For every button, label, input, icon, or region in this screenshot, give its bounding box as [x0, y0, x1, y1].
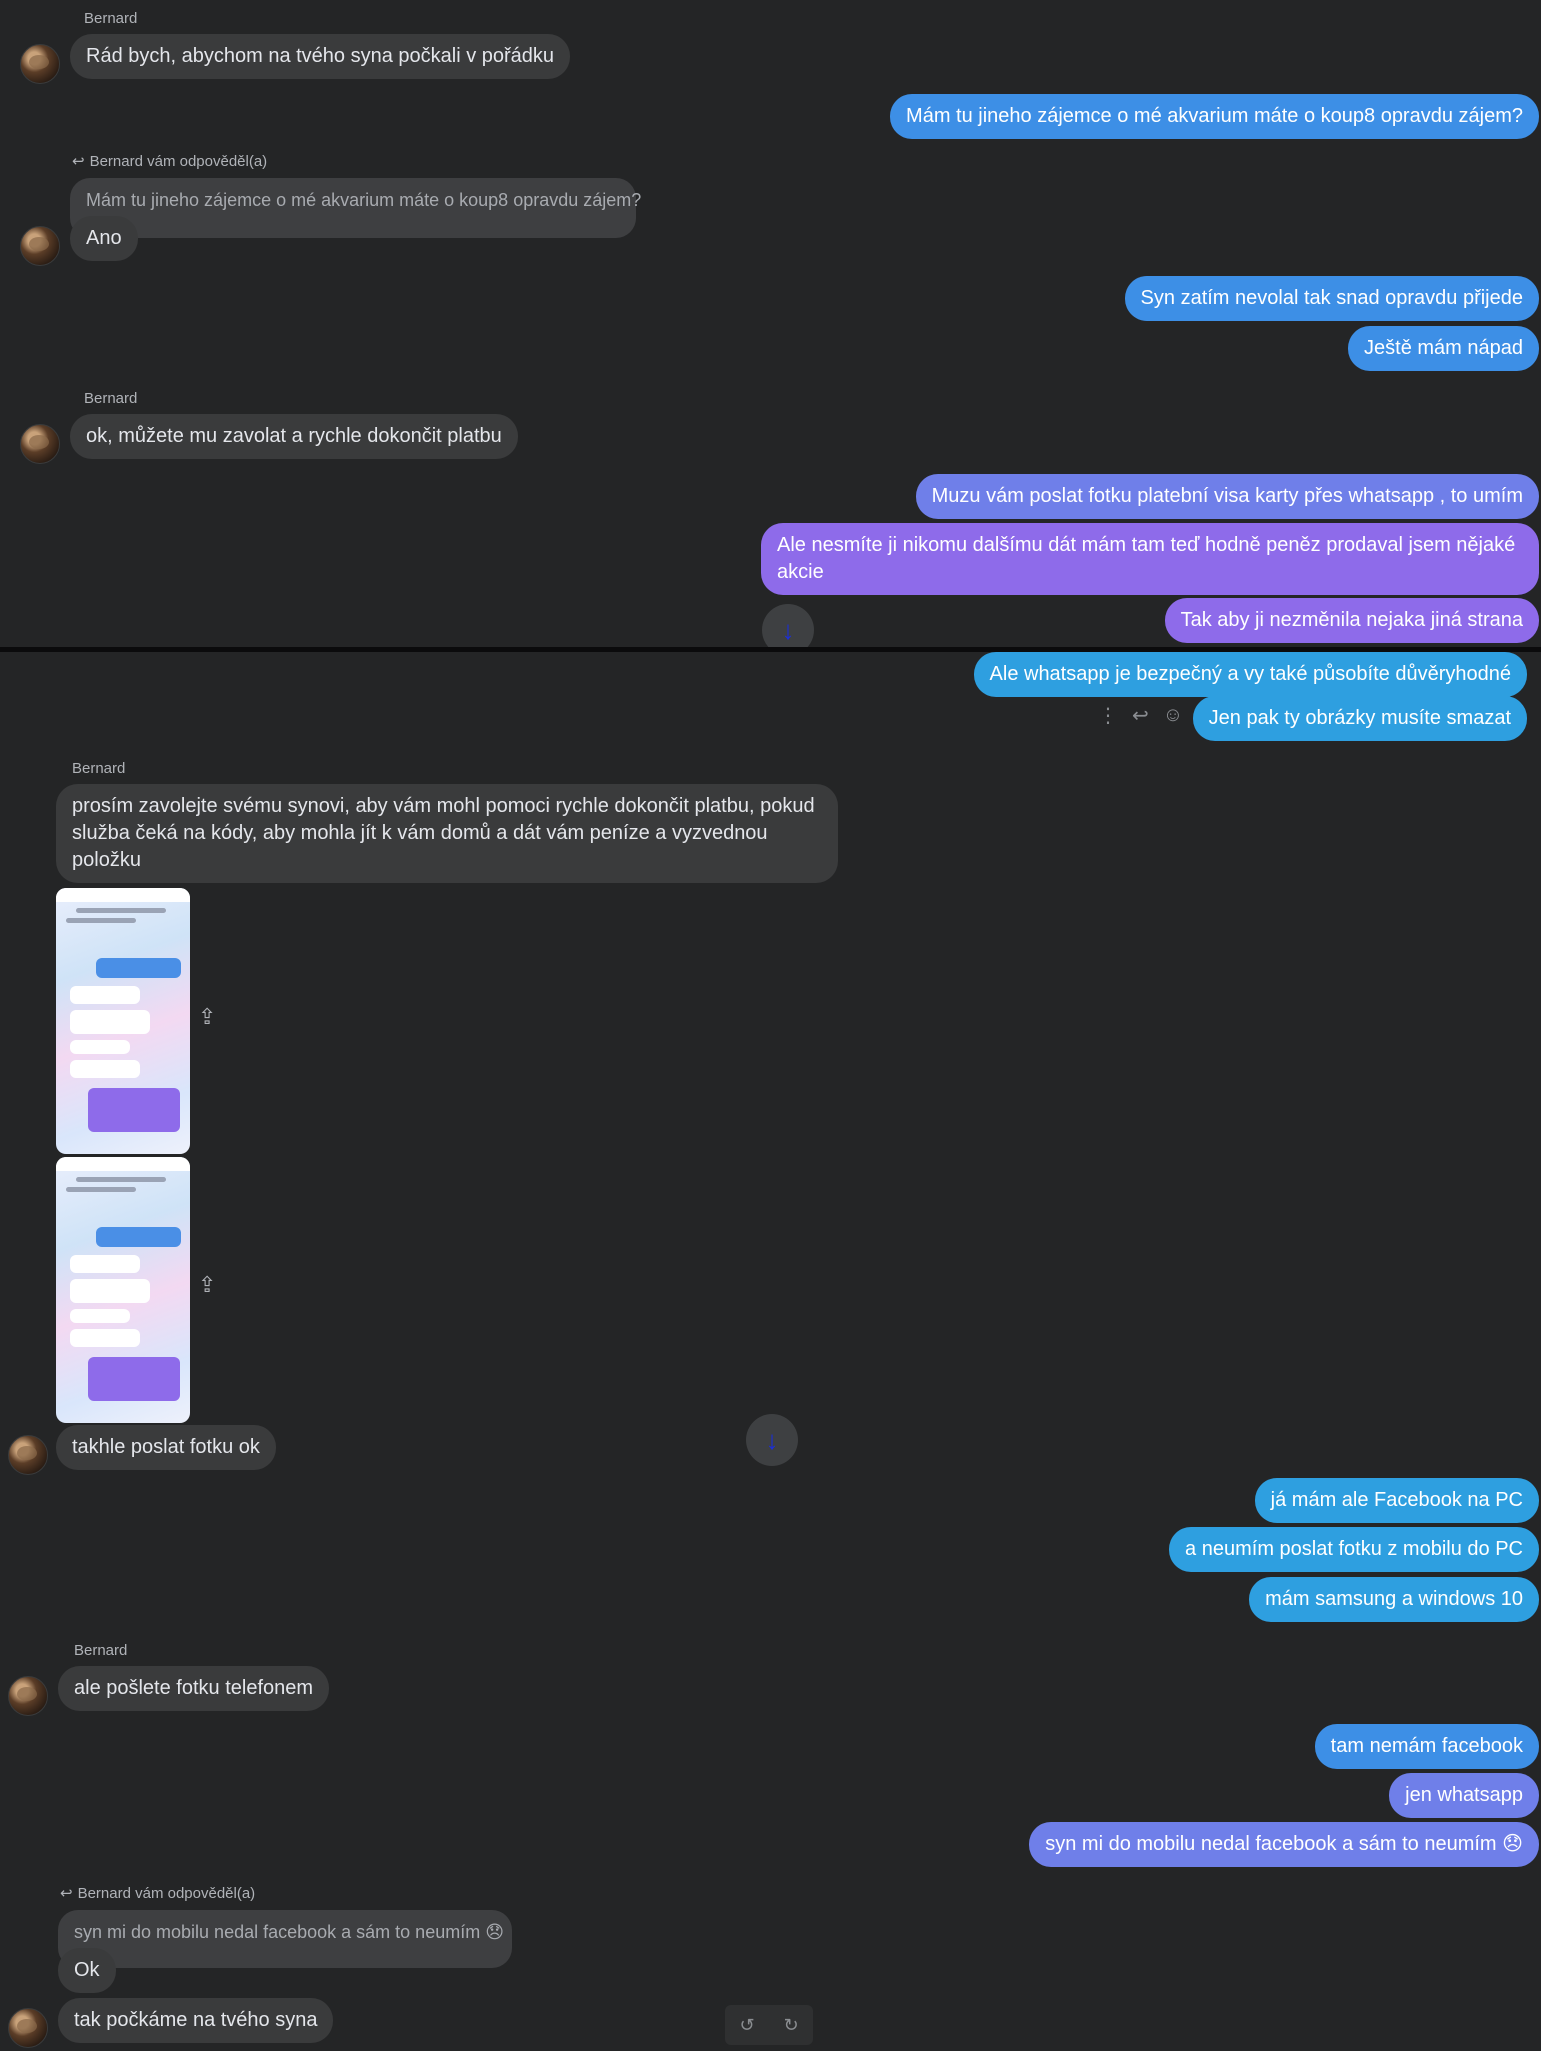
message-outgoing[interactable]: jen whatsapp [1389, 1773, 1539, 1818]
chat-panel-top: Bernard Rád bych, abychom na tvého syna … [0, 0, 1541, 647]
chat-panel-bottom: Ale whatsapp je bezpečný a vy také působ… [0, 652, 1541, 2051]
sender-name: Bernard [84, 10, 138, 27]
avatar[interactable] [20, 44, 60, 84]
message-outgoing[interactable]: mám samsung a windows 10 [1249, 1577, 1539, 1622]
message-incoming[interactable]: tak počkáme na tvého syna [58, 1998, 334, 2043]
scroll-down-button[interactable]: ↓ [746, 1414, 798, 1466]
image-attachment[interactable] [56, 888, 190, 1154]
divider [0, 647, 1541, 652]
reply-label: ↩ Bernard vám odpověděl(a) [60, 1884, 256, 1903]
message-outgoing[interactable]: syn mi do mobilu nedal facebook a sám to… [1029, 1822, 1539, 1867]
message-incoming[interactable]: ok, můžete mu zavolat a rychle dokončit … [70, 414, 518, 459]
history-controls: ↺ ↻ [725, 2005, 813, 2045]
reply-icon: ↩ [72, 153, 85, 170]
message-incoming[interactable]: Ok [58, 1948, 116, 1993]
avatar[interactable] [8, 1435, 48, 1475]
message-incoming[interactable]: Rád bych, abychom na tvého syna počkali … [70, 34, 571, 79]
message-outgoing[interactable]: Ale whatsapp je bezpečný a vy také působ… [973, 652, 1527, 697]
reply-icon[interactable]: ↩ [1132, 705, 1149, 727]
reply-label: ↩ Bernard vám odpověděl(a) [72, 152, 268, 171]
message-outgoing[interactable]: Jen pak ty obrázky musíte smazat [1192, 696, 1527, 741]
reply-label-text: Bernard vám odpověděl(a) [77, 1884, 256, 1902]
message-incoming[interactable]: ale pošlete fotku telefonem [58, 1666, 330, 1711]
message-outgoing[interactable]: Muzu vám poslat fotku platební visa kart… [915, 474, 1539, 519]
message-outgoing[interactable]: a neumím poslat fotku z mobilu do PC [1169, 1527, 1539, 1572]
message-incoming[interactable]: Ano [70, 216, 138, 261]
message-outgoing[interactable]: tam nemám facebook [1314, 1724, 1539, 1769]
undo-icon[interactable]: ↺ [739, 2014, 755, 2035]
sender-name: Bernard [74, 1642, 128, 1659]
message-outgoing[interactable]: já mám ale Facebook na PC [1254, 1478, 1539, 1523]
message-outgoing[interactable]: Ještě mám nápad [1348, 326, 1539, 371]
arrow-down-icon: ↓ [781, 614, 795, 645]
message-incoming[interactable]: takhle poslat fotku ok [56, 1425, 276, 1470]
sender-name: Bernard [84, 390, 138, 407]
message-outgoing[interactable]: Ale nesmíte ji nikomu dalšímu dát mám ta… [761, 523, 1539, 595]
message-incoming[interactable]: prosím zavolejte svému synovi, aby vám m… [56, 784, 838, 883]
avatar[interactable] [8, 2008, 48, 2048]
more-icon[interactable]: ⋮ [1098, 705, 1118, 727]
share-icon[interactable]: ⇪ [198, 1272, 217, 1297]
reply-quote[interactable]: Mám tu jineho zájemce o mé akvarium máte… [70, 178, 641, 238]
arrow-down-icon: ↓ [765, 1424, 779, 1455]
message-outgoing[interactable]: Tak aby ji nezměnila nejaka jiná strana [1164, 598, 1539, 643]
avatar[interactable] [20, 424, 60, 464]
message-actions: ⋮ ↩ ☺ [1098, 703, 1183, 728]
reply-quote[interactable]: syn mi do mobilu nedal facebook a sám to… [58, 1910, 512, 1968]
reply-label-text: Bernard vám odpověděl(a) [89, 152, 268, 170]
redo-icon[interactable]: ↻ [783, 2014, 799, 2035]
message-outgoing[interactable]: Mám tu jineho zájemce o mé akvarium máte… [890, 94, 1539, 139]
scroll-down-button[interactable]: ↓ [762, 604, 814, 647]
image-attachment[interactable] [56, 1157, 190, 1423]
avatar[interactable] [8, 1676, 48, 1716]
sender-name: Bernard [72, 760, 126, 777]
message-outgoing[interactable]: Syn zatím nevolal tak snad opravdu přije… [1124, 276, 1539, 321]
share-icon[interactable]: ⇪ [198, 1004, 217, 1029]
avatar[interactable] [20, 226, 60, 266]
reply-icon: ↩ [60, 1885, 73, 1902]
emoji-icon[interactable]: ☺ [1162, 704, 1184, 726]
